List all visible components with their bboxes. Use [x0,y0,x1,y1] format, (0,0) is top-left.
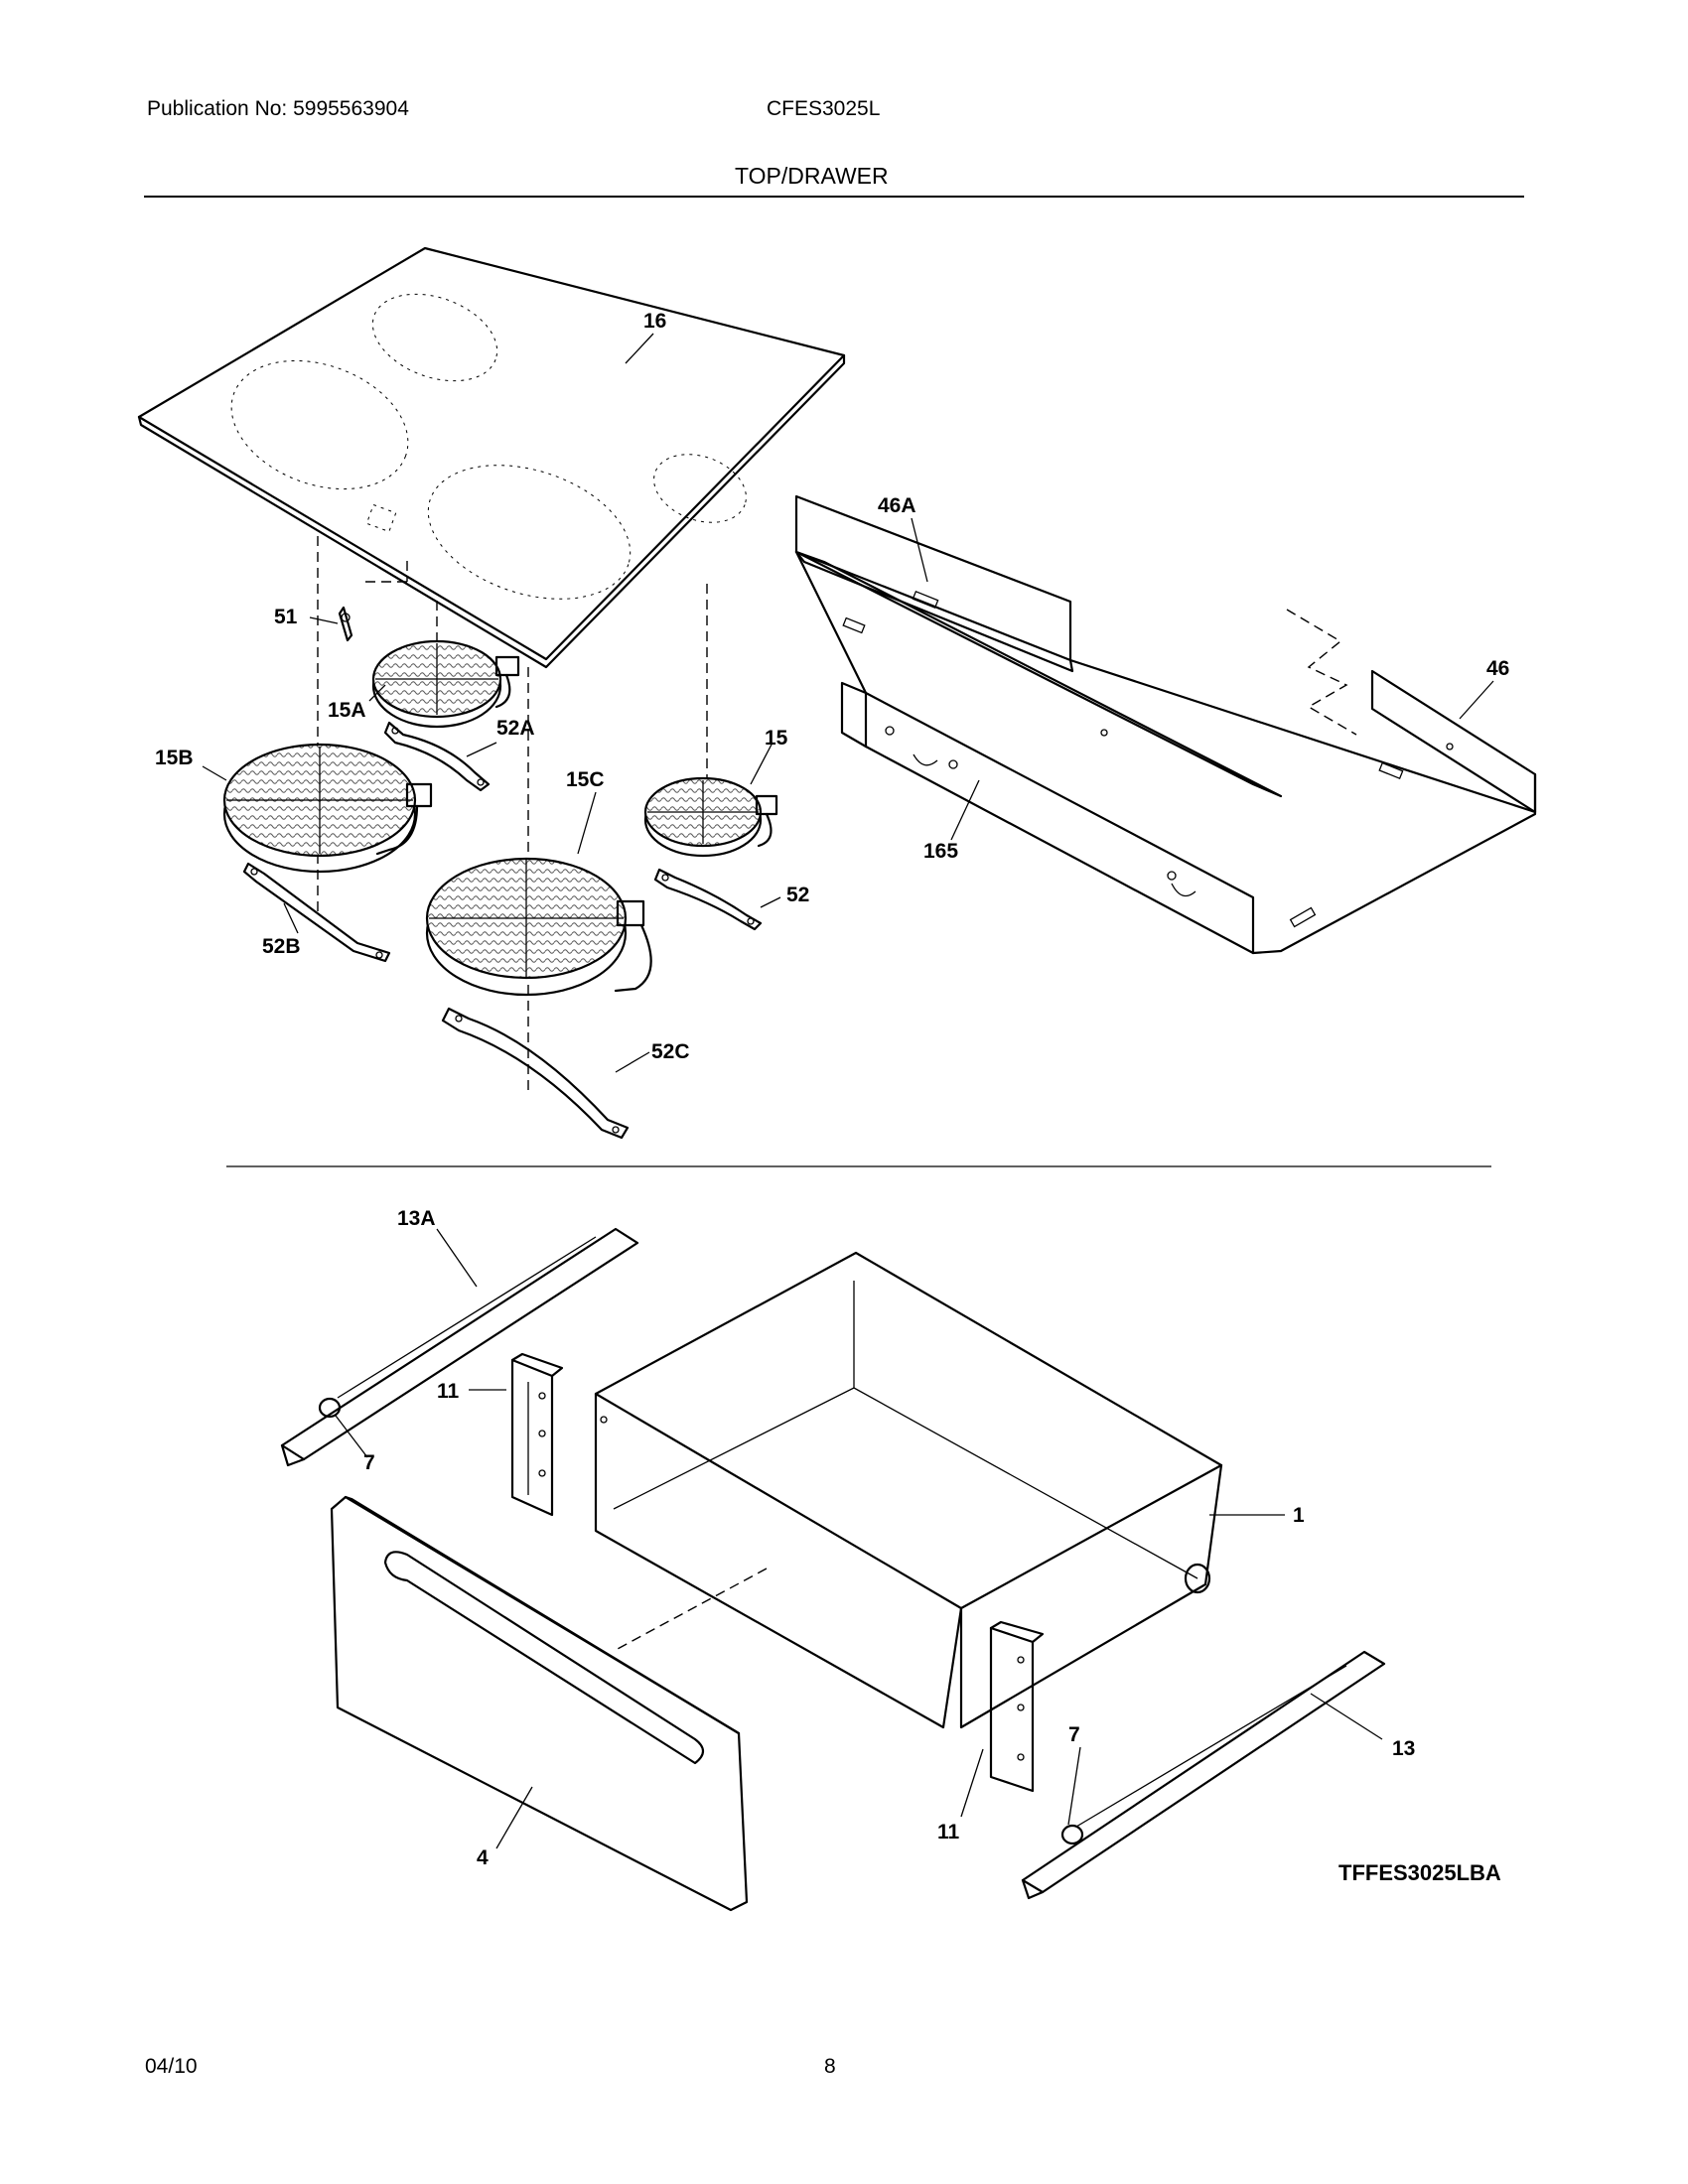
callout-52A: 52A [496,717,535,740]
callout-11-left: 11 [437,1380,460,1403]
part-51-limiter [338,606,353,642]
drawer-body [594,1251,1223,1729]
drawing-code: TFFES3025LBA [1338,1860,1501,1885]
top-frame-assembly [794,494,1537,955]
callout-46: 46 [1486,657,1509,680]
header-rule [144,196,1524,198]
drawer-front-panel [330,1495,749,1912]
bracket-52C [441,1007,630,1140]
callout-13A: 13A [397,1207,436,1230]
callout-13: 13 [1392,1737,1415,1760]
callout-7-left: 7 [363,1451,375,1474]
drawer-guide-11-left [510,1352,564,1517]
element-15 [643,776,778,858]
slide-rail-13 [1021,1650,1386,1900]
callout-52: 52 [786,884,809,906]
callout-7-right: 7 [1068,1723,1080,1746]
callout-15: 15 [765,727,788,750]
callout-46A: 46A [878,494,916,517]
bracket-52A [383,721,491,792]
callout-52C: 52C [651,1040,690,1063]
publication-number: Publication No: 5995563904 [147,97,409,120]
section-title: TOP/DRAWER [735,163,889,189]
element-15B [222,743,433,874]
callout-165: 165 [923,840,958,863]
bracket-52B [242,862,391,963]
callout-11-right: 11 [937,1821,960,1843]
callout-15A: 15A [328,699,366,722]
leader-lines [202,333,1494,1849]
drawer-guide-11-right [989,1620,1045,1793]
callout-4: 4 [477,1846,489,1869]
page-number: 8 [824,2055,836,2078]
callout-15B: 15B [155,747,194,769]
element-15C [425,857,652,997]
model-number: CFES3025L [767,97,881,120]
slide-rail-13A [280,1227,639,1467]
cooktop-glass [137,246,846,669]
callout-51: 51 [274,606,298,628]
element-15A [371,639,520,729]
callout-1: 1 [1293,1504,1305,1527]
bracket-52 [653,868,763,931]
footer-date: 04/10 [145,2055,198,2078]
callout-16: 16 [643,310,666,333]
callout-52B: 52B [262,935,301,958]
callout-15C: 15C [566,768,605,791]
